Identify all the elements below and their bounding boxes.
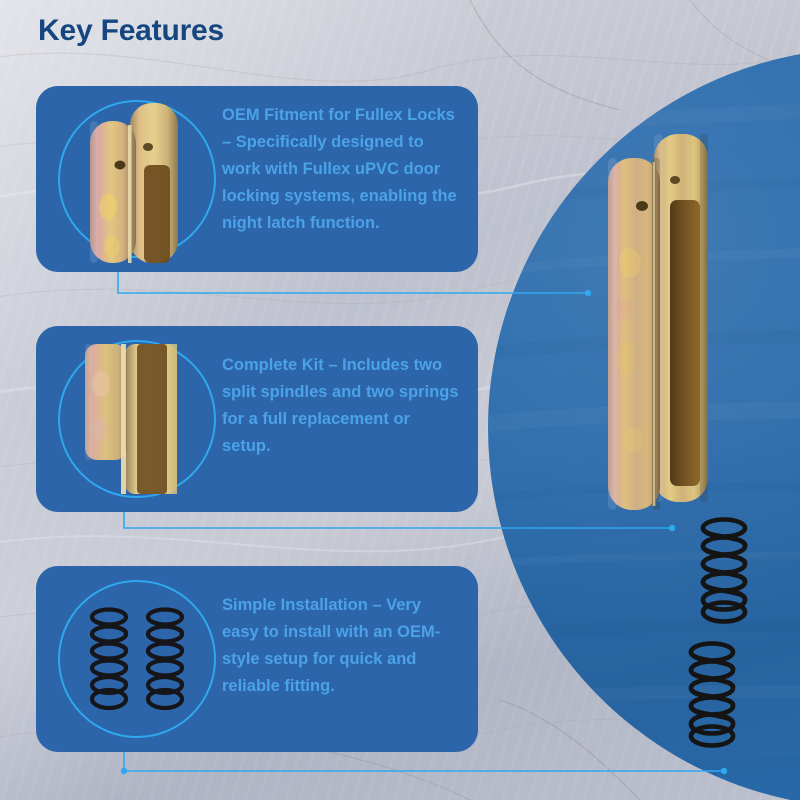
thumb2-spindle-right	[125, 344, 177, 494]
page-title: Key Features	[38, 14, 225, 47]
feature-card-complete-kit[interactable]: Complete Kit – Includes two split spindl…	[36, 326, 478, 512]
feature-text-3: Simple Installation – Very easy to insta…	[222, 596, 441, 695]
feature-card-oem-fitment[interactable]: OEM Fitment for Fullex Locks – Specifica…	[36, 86, 478, 272]
thumb-spindle-right	[130, 103, 178, 263]
feature-card-simple-installation[interactable]: Simple Installation – Very easy to insta…	[36, 566, 478, 752]
split-spindle-pair-icon	[60, 102, 214, 263]
spindle-bar-right	[654, 134, 708, 502]
coil-springs-pair-icon	[60, 582, 214, 736]
feature-thumbnail-circle-2	[58, 340, 216, 498]
feature-text-2: Complete Kit – Includes two split spindl…	[222, 356, 459, 455]
split-spindle-closeup-icon	[60, 342, 214, 496]
coil-spring-thumb-right	[145, 607, 185, 711]
feature-text-1: OEM Fitment for Fullex Locks – Specifica…	[222, 106, 457, 232]
split-spindle-pair-large	[608, 134, 708, 510]
coil-spring-upper	[700, 517, 748, 624]
feature-thumbnail-circle-3	[58, 580, 216, 738]
coil-spring-thumb-left	[89, 607, 129, 711]
feature-thumbnail-circle-1	[58, 100, 216, 263]
spindle-split-seam	[652, 162, 656, 506]
thumb-spindle-left	[90, 121, 136, 263]
thumb2-spindle-left	[85, 344, 127, 460]
coil-spring-lower	[688, 641, 736, 748]
